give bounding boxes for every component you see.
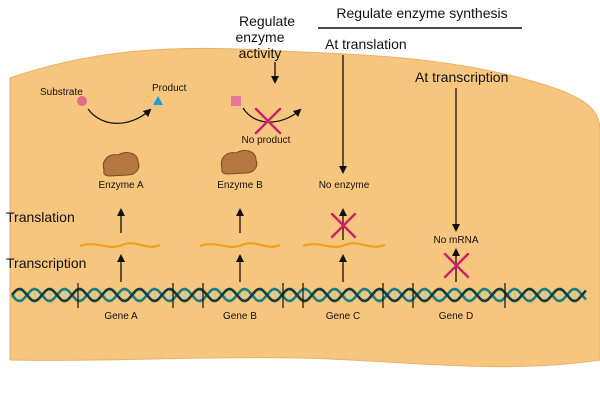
no-product-label: No product	[242, 135, 291, 146]
product-label: Product	[152, 83, 187, 94]
inhibition-x-product	[254, 107, 282, 135]
gene-label-a: Gene A	[104, 311, 138, 322]
enzyme-a-blob	[102, 152, 140, 177]
substrate-label: Substrate	[40, 87, 83, 98]
cell-background	[9, 47, 600, 368]
regulate-activity-line-2: enzyme	[235, 29, 284, 45]
inhibition-x-transcription	[443, 252, 470, 279]
substrate-molecule-b	[231, 96, 241, 106]
regulate-activity-line-1: Regulate	[239, 13, 295, 29]
at-transcription-label: At transcription	[415, 69, 508, 85]
dna-double-helix	[11, 287, 587, 303]
regulate-synthesis-title: Regulate enzyme synthesis	[336, 5, 507, 21]
transcription-label: Transcription	[6, 255, 86, 271]
gene-label-d: Gene D	[439, 311, 473, 322]
dna-strand-2	[11, 287, 587, 303]
gene-label-b: Gene B	[223, 311, 257, 322]
mrna-strand-b	[199, 242, 281, 248]
mrna-strand-c	[302, 242, 386, 248]
no-mrna-label: No mRNA	[433, 235, 478, 246]
dna-strand-1	[11, 287, 587, 303]
inhibition-x-translation	[330, 212, 357, 239]
regulate-activity-line-3: activity	[239, 45, 282, 61]
translation-label: Translation	[6, 209, 75, 225]
substrate-molecule	[77, 96, 87, 106]
enzyme-b-label: Enzyme B	[217, 180, 263, 191]
product-molecule	[153, 96, 163, 105]
mrna-strand-a	[79, 242, 161, 248]
enzyme-b-blob	[220, 150, 258, 175]
gene-label-c: Gene C	[326, 311, 360, 322]
enzyme-a-label: Enzyme A	[98, 180, 143, 191]
at-translation-label: At translation	[325, 36, 407, 52]
no-enzyme-label: No enzyme	[319, 180, 370, 191]
reaction-arrow	[87, 108, 152, 124]
